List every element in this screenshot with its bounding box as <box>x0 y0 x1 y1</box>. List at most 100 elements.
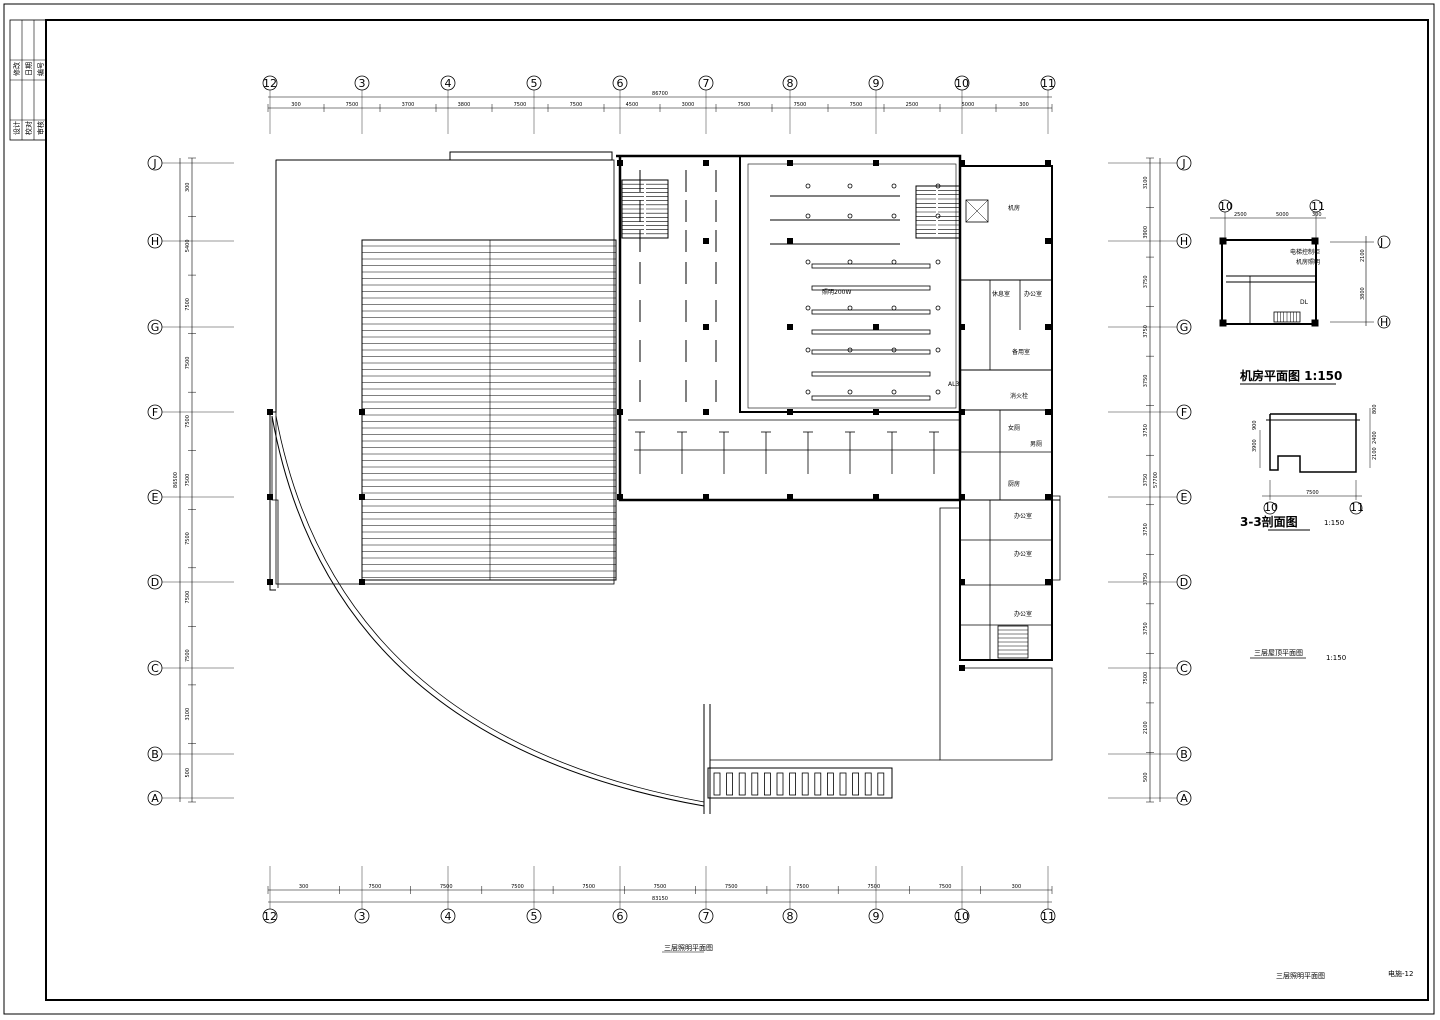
mr-title: 机房平面图 1:150 <box>1240 368 1342 383</box>
column-23 <box>1045 160 1051 166</box>
room-office-a: 办公室 <box>1024 290 1042 298</box>
right-dims-seg-6: 3750 <box>1143 474 1149 487</box>
grid-label-right-3: F <box>1181 406 1187 419</box>
column-33 <box>787 324 793 330</box>
left-dims-seg-3: 7500 <box>185 357 191 370</box>
outer-border <box>3 3 1435 1015</box>
right-dims-seg-4: 3750 <box>1143 375 1149 388</box>
bottom-dims-seg-0: 300 <box>299 884 309 890</box>
grid-label-right-0: J <box>1181 157 1185 170</box>
light-point <box>847 389 853 395</box>
column-1 <box>267 494 273 500</box>
top-dims-seg-6: 4500 <box>626 102 639 108</box>
column-3 <box>359 409 365 415</box>
structural-columns <box>267 160 1051 671</box>
column-34 <box>787 409 793 415</box>
sec-dim-2: 900 <box>1252 420 1258 430</box>
left-dims-seg-5: 7500 <box>185 474 191 487</box>
top-dims-seg-2: 3700 <box>402 102 415 108</box>
column-10 <box>703 494 709 500</box>
top-dims-seg-7: 3000 <box>682 102 695 108</box>
machine-room-plan <box>1210 199 1391 385</box>
light-point <box>891 213 897 219</box>
light-point <box>847 305 853 311</box>
column-4 <box>359 494 365 500</box>
light-point <box>891 259 897 265</box>
grid-label-left-3: F <box>152 406 158 419</box>
side-strip: 修改 日期 编号 设计 校对 审核 <box>9 19 47 141</box>
top-dims-seg-12: 5000 <box>962 102 975 108</box>
mr-dim-2: 300 <box>1312 212 1322 218</box>
roof-plan-scale: 1:150 <box>1326 654 1346 662</box>
right-dims-seg-1: 3900 <box>1143 226 1149 239</box>
bottom-dims-seg-10: 300 <box>1012 884 1022 890</box>
strip-top-1: 日期 <box>25 62 33 76</box>
roof-outline <box>269 160 277 591</box>
bottom-dims-seg-9: 7500 <box>939 884 952 890</box>
grid-label-bottom-3: 5 <box>531 910 538 923</box>
grid-label-bottom-5: 7 <box>703 910 710 923</box>
light-point <box>805 183 811 189</box>
right-dims-seg-11: 2100 <box>1143 721 1149 734</box>
bottom-dims-total: 83150 <box>652 896 668 902</box>
louvre-slot <box>864 772 872 796</box>
panel-label: AL3 <box>948 381 959 388</box>
grid-label-left-4: E <box>152 491 159 504</box>
grid-label-right-7: B <box>1180 748 1188 761</box>
column-7 <box>617 409 623 415</box>
column-17 <box>959 160 965 166</box>
mr-row-1: H <box>1380 316 1388 329</box>
column-2 <box>267 579 273 585</box>
luminaire <box>811 349 931 355</box>
louvre-slot <box>789 772 796 796</box>
louvre-slot <box>726 772 733 796</box>
column-14 <box>873 324 879 330</box>
grid-label-top-0: 12 <box>263 77 277 90</box>
sec-dim-3: 3900 <box>1252 439 1258 452</box>
light-point <box>935 347 941 353</box>
light-point <box>891 347 897 353</box>
room-office-1: 办公室 <box>1014 512 1032 520</box>
grid-label-right-4: E <box>1181 491 1188 504</box>
right-dims-seg-7: 3750 <box>1143 523 1149 536</box>
column-24 <box>1045 238 1051 244</box>
machine-room-text: 10 11 J H 2500 5000 300 2100 3800 电梯控制柜 … <box>1219 200 1388 383</box>
top-dims-seg-5: 7500 <box>570 102 583 108</box>
right-dims-seg-5: 3750 <box>1143 424 1149 437</box>
louvre-slot <box>801 772 809 796</box>
column-5 <box>359 579 365 585</box>
room-kitchen: 厨房 <box>1008 480 1020 488</box>
sec-title: 3-3剖面图 <box>1240 514 1298 529</box>
section-text: 10 11 7500 800 900 3900 2400 2100 3-3剖面图… <box>1240 404 1378 529</box>
louvre-slot <box>877 772 885 796</box>
room-machine: 机房 <box>1008 204 1020 212</box>
light-point <box>805 347 811 353</box>
grid-label-right-6: C <box>1180 662 1188 675</box>
left-dims-seg-1: 5400 <box>185 239 191 252</box>
column-32 <box>787 238 793 244</box>
column-16 <box>873 494 879 500</box>
louvre-slot <box>764 772 771 796</box>
grid-label-top-3: 5 <box>531 77 538 90</box>
strip-bottom-1: 校对 <box>24 121 33 135</box>
right-dims-seg-2: 3750 <box>1143 275 1149 288</box>
strip-top-0: 修改 <box>12 62 21 76</box>
column-31 <box>703 409 709 415</box>
left-dims-total: 86500 <box>173 472 179 488</box>
grid-label-bottom-1: 3 <box>359 910 366 923</box>
grid-label-top-2: 4 <box>445 77 452 90</box>
strip-top-2: 编号 <box>36 62 45 76</box>
bottom-dims-seg-5: 7500 <box>654 884 667 890</box>
louvre-panel <box>707 767 893 799</box>
top-dims-seg-13: 300 <box>1019 102 1029 108</box>
light-point <box>935 389 941 395</box>
sheet-number: 电施-12 <box>1388 969 1413 978</box>
elevator-shaft <box>965 199 989 223</box>
mr-dim-1: 5000 <box>1276 212 1289 218</box>
roof-plan-note: 三层屋顶平面图 1:150 <box>1250 649 1346 662</box>
column-21 <box>959 579 965 585</box>
sec-dim-0: 7500 <box>1306 490 1319 496</box>
